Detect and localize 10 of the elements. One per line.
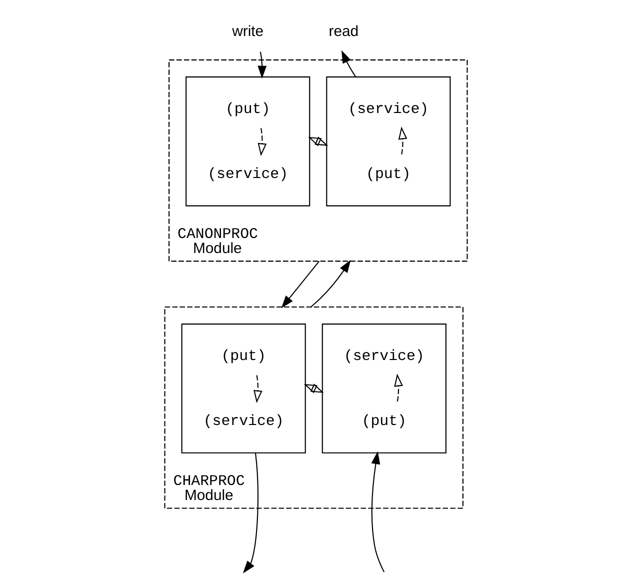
node-text: (service)	[343, 348, 424, 365]
node-text: (put)	[220, 348, 266, 365]
node-text: (put)	[225, 102, 270, 118]
node-text: (put)	[361, 414, 406, 430]
node-text: (service)	[207, 166, 288, 183]
node-text: (service)	[202, 414, 284, 430]
node-text: write	[232, 24, 264, 40]
node-text: (put)	[366, 166, 410, 183]
node-text: read	[328, 24, 358, 40]
node-text: (service)	[348, 102, 428, 118]
